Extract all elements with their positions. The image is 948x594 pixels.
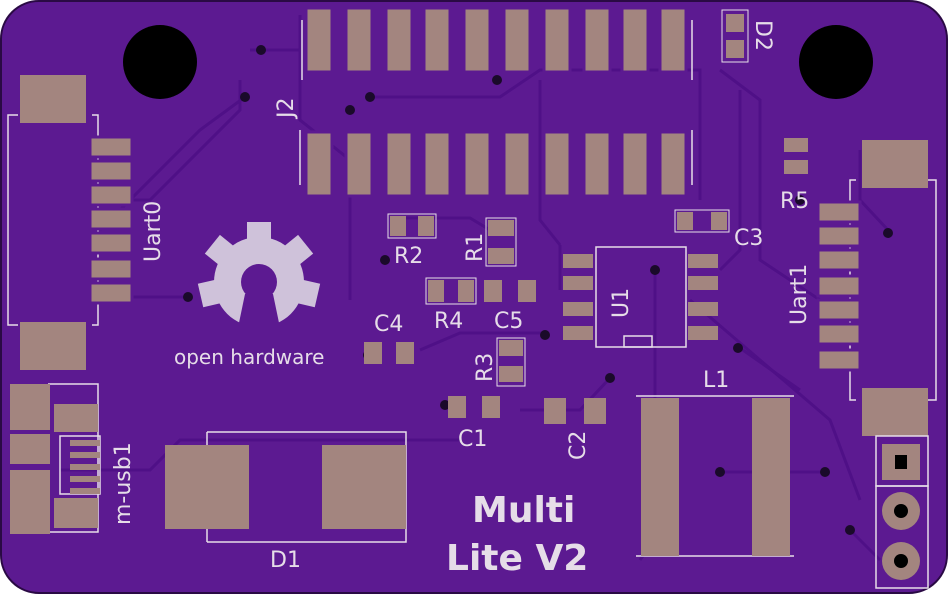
label-r5: R5 — [780, 189, 809, 214]
label-j2: J2 — [274, 98, 299, 121]
label-c5: C5 — [494, 309, 523, 334]
resistor-r2: R2 — [387, 213, 437, 269]
label-r4: R4 — [434, 309, 463, 334]
capacitor-c5: C5 — [484, 280, 536, 334]
capacitor-c2: C2 — [544, 398, 606, 460]
label-c2: C2 — [566, 431, 591, 460]
open-hardware-gear-icon — [197, 222, 321, 342]
label-uart1: Uart1 — [787, 264, 812, 325]
board-title-line1: Multi — [472, 490, 575, 531]
chip-u1: U1 — [563, 246, 718, 348]
resistor-r4: R4 — [425, 277, 477, 334]
label-l1: L1 — [703, 368, 729, 393]
connector-m-usb1: m-usb1 — [10, 383, 136, 534]
inductor-l1: L1 — [636, 368, 794, 557]
mounting-hole-icon — [799, 25, 873, 99]
resistor-r5: R5 — [780, 138, 809, 214]
connector-uart1: Uart1 — [787, 140, 937, 436]
label-u1: U1 — [609, 288, 634, 318]
label-c4: C4 — [374, 312, 403, 337]
mounting-hole-icon — [123, 25, 197, 99]
component-d2: D2 — [721, 9, 775, 63]
logo-text: open hardware — [174, 345, 324, 369]
capacitor-c1: C1 — [448, 396, 500, 452]
label-r1: R1 — [463, 233, 488, 262]
diode-d1: D1 — [165, 431, 407, 573]
label-c1: C1 — [458, 427, 487, 452]
label-r2: R2 — [394, 244, 423, 269]
connector-uart0: Uart0 — [7, 75, 166, 370]
capacitor-c3: C3 — [674, 209, 763, 251]
resistor-r1: R1 — [463, 217, 517, 267]
label-r3: R3 — [473, 353, 498, 382]
capacitor-c4: C4 — [364, 312, 414, 364]
board-title-line2: Lite V2 — [446, 538, 588, 579]
resistor-r3: R3 — [473, 337, 526, 387]
label-d2: D2 — [750, 20, 775, 51]
label-uart0: Uart0 — [141, 201, 166, 262]
connector-j2: J2 — [274, 6, 693, 198]
label-c3: C3 — [734, 226, 763, 251]
label-m-usb1: m-usb1 — [111, 442, 136, 525]
label-d1: D1 — [270, 548, 301, 573]
header-3pin — [875, 435, 929, 589]
